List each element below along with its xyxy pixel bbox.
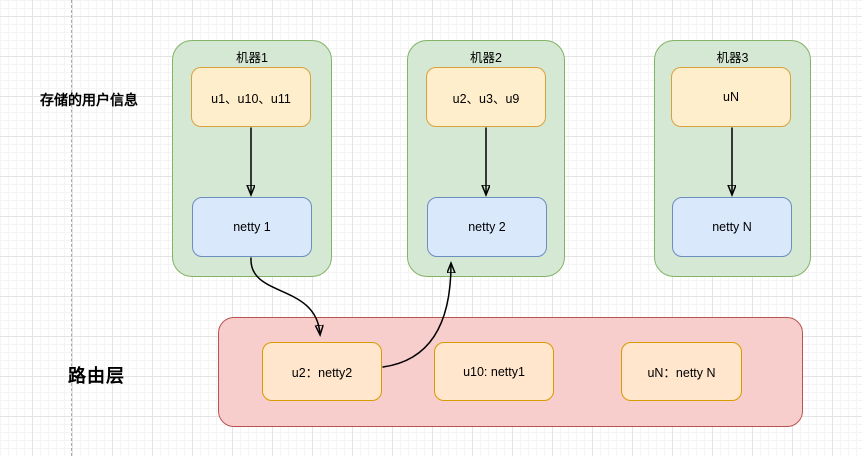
machine-3-netty-box: netty N [672, 197, 792, 257]
routing-entry-box-uN: uN：netty N [621, 342, 742, 401]
machine-2-users-box: u2、u3、u9 [426, 67, 546, 127]
routing-layer-label: 路由层 [68, 366, 125, 386]
machine-2-users-text: u2、u3、u9 [452, 91, 520, 106]
page-divider-line [71, 0, 72, 456]
routing-entry-box-u10: u10: netty1 [434, 342, 554, 401]
storage-users-label: 存储的用户信息 [40, 92, 138, 108]
machine-2-netty-box: netty 2 [427, 197, 547, 257]
machine-1-users-text: u1、u10、u11 [211, 91, 291, 106]
machine-3-users-box: uN [671, 67, 791, 127]
machine-3-title: 机器3 [716, 51, 749, 65]
machine-1-netty-box: netty 1 [192, 197, 312, 257]
machine-1-title: 机器1 [236, 51, 268, 65]
machine-3-netty-text: netty N [712, 220, 752, 234]
machine-1-users-box: u1、u10、u11 [191, 67, 311, 127]
routing-entry-text-u10: u10: netty1 [463, 364, 525, 379]
machine-3-users-text: uN [723, 90, 739, 104]
machine-1-netty-text: netty 1 [233, 220, 271, 234]
routing-entry-box-u2: u2：netty2 [262, 342, 382, 401]
routing-entry-text-uN: uN：netty N [647, 366, 716, 380]
machine-2-netty-text: netty 2 [468, 220, 506, 234]
machine-2-title: 机器2 [470, 51, 502, 65]
routing-entry-text-u2: u2：netty2 [291, 366, 353, 380]
